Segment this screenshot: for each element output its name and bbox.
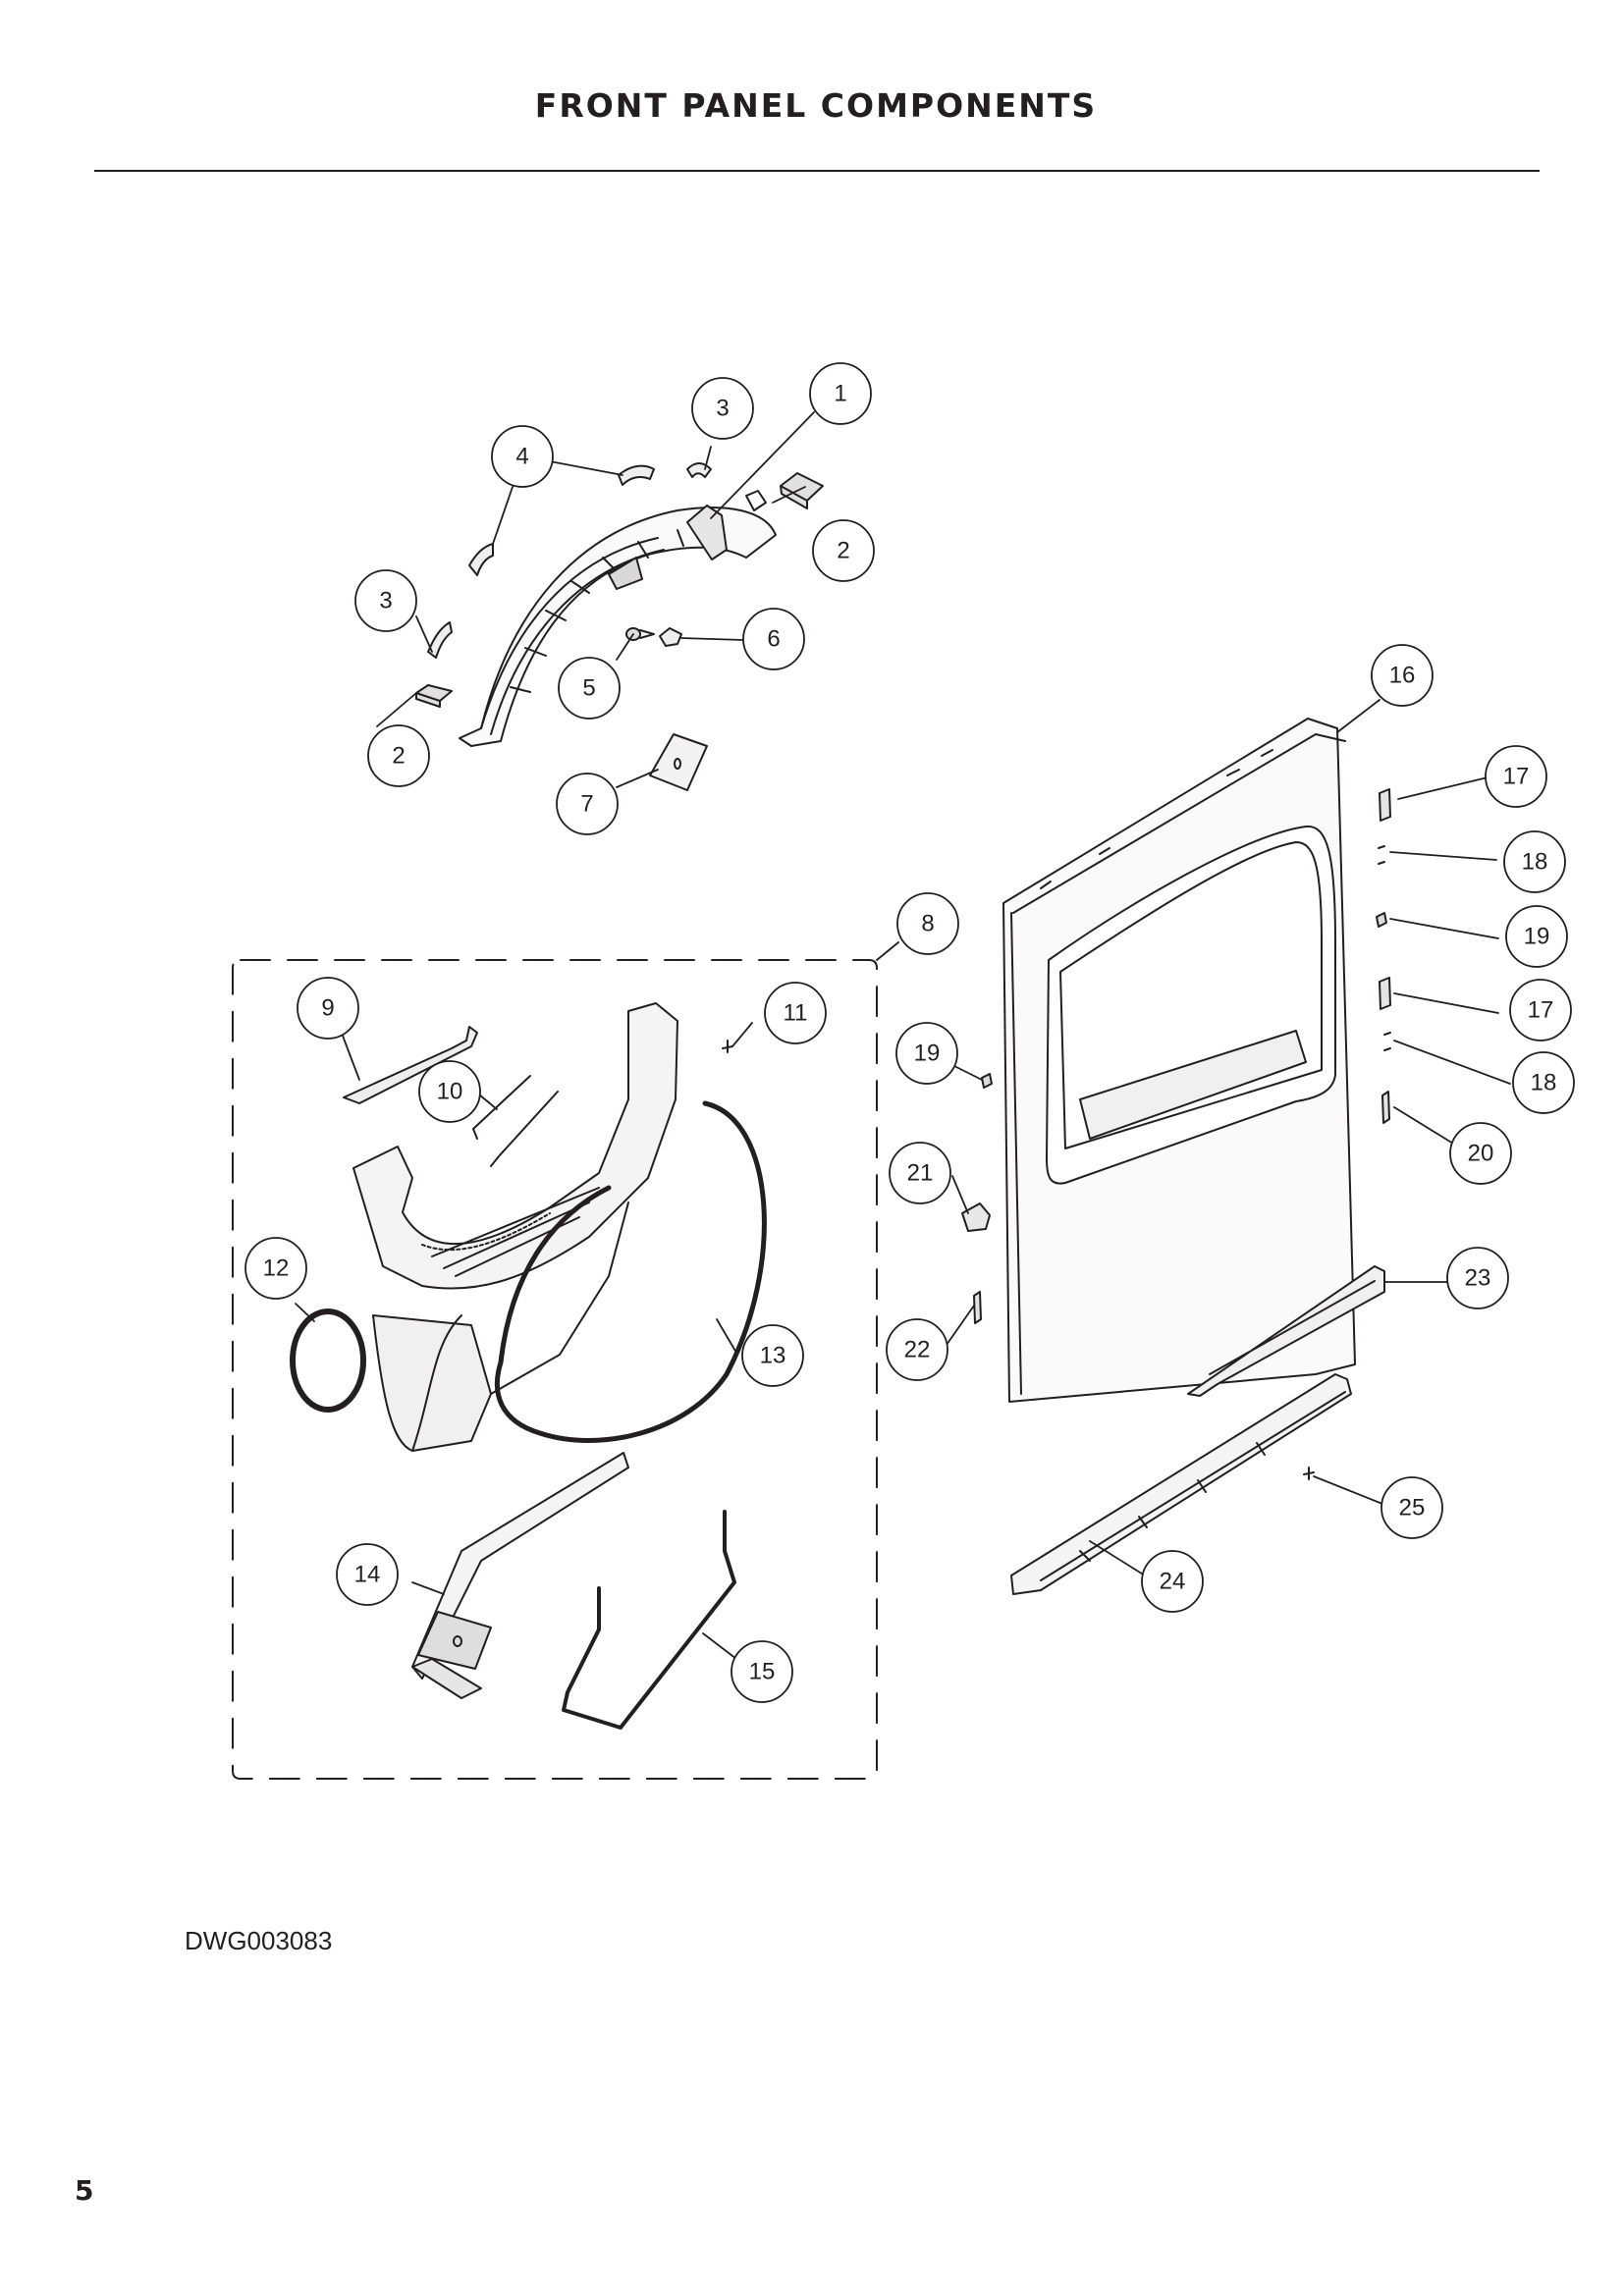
callout-3: 3: [354, 569, 417, 632]
callout-8: 8: [896, 892, 959, 955]
clip-part-4-mid: [468, 543, 494, 576]
latch-part-22: [973, 1291, 982, 1324]
kit-boundary-dashed: [232, 959, 878, 1780]
svg-text:22: 22: [904, 1337, 931, 1363]
callout-6: 6: [742, 608, 805, 670]
thermostat-bracket-part-9: [343, 1026, 478, 1104]
callout-18: 18: [1512, 1051, 1575, 1114]
clip-part-19-left: [981, 1073, 993, 1089]
front-panel-part-16: [1002, 718, 1356, 1403]
svg-text:20: 20: [1468, 1141, 1494, 1167]
seal-ring-part-12: [290, 1308, 366, 1413]
page-number: 5: [75, 2174, 94, 2207]
clip-part-6: [659, 627, 682, 647]
svg-text:25: 25: [1399, 1495, 1426, 1522]
callout-9: 9: [297, 977, 359, 1040]
svg-text:11: 11: [784, 1000, 808, 1027]
callout-11: 11: [764, 982, 827, 1044]
callout-25: 25: [1380, 1476, 1443, 1539]
clip-part-3-left: [427, 621, 453, 659]
gasket-part-13: [494, 1100, 767, 1443]
svg-text:8: 8: [921, 911, 934, 937]
svg-text:19: 19: [914, 1041, 941, 1067]
svg-text:1: 1: [834, 381, 846, 407]
cover-plate-part-14: [411, 1452, 629, 1699]
pad-part-2-right: [780, 472, 824, 509]
wire-rod-part-15: [562, 1510, 736, 1730]
callout-23: 23: [1446, 1247, 1509, 1309]
svg-text:2: 2: [837, 538, 849, 564]
svg-text:6: 6: [767, 626, 780, 653]
latch-part-20: [1381, 1091, 1390, 1124]
callout-20: 20: [1449, 1122, 1512, 1185]
callout-3: 3: [691, 377, 754, 440]
svg-text:5: 5: [582, 675, 595, 702]
callout-18: 18: [1503, 830, 1566, 893]
screws-part-18-lower: [1383, 1032, 1391, 1051]
callouts: 1 2 2 3 3 4 5 6 7 8 9 10 11 12 13 14 15 …: [244, 362, 1575, 1703]
callout-15: 15: [731, 1640, 793, 1703]
callout-12: 12: [244, 1237, 307, 1300]
callout-1: 1: [809, 362, 872, 425]
clip-part-4-top: [618, 464, 655, 486]
callout-19: 19: [895, 1022, 958, 1085]
svg-text:13: 13: [760, 1343, 786, 1369]
arch-bracket-part: [459, 490, 777, 747]
svg-text:18: 18: [1531, 1070, 1557, 1096]
pad-part-2-left: [415, 684, 453, 708]
screws-part-18-top: [1378, 845, 1385, 865]
callout-22: 22: [886, 1318, 948, 1381]
svg-text:17: 17: [1503, 764, 1530, 790]
callout-21: 21: [889, 1142, 951, 1204]
callout-24: 24: [1141, 1550, 1204, 1613]
callout-2: 2: [367, 724, 430, 787]
page-title: FRONT PANEL COMPONENTS: [534, 86, 1098, 125]
wire-part-10: [472, 1075, 559, 1167]
svg-text:4: 4: [515, 444, 528, 470]
callout-10: 10: [418, 1060, 481, 1123]
svg-text:2: 2: [392, 743, 405, 770]
svg-text:15: 15: [749, 1659, 776, 1685]
screw-part-25: [1303, 1467, 1315, 1480]
svg-text:9: 9: [321, 995, 334, 1022]
svg-text:21: 21: [907, 1160, 934, 1187]
callout-2: 2: [812, 519, 875, 582]
hinge-part-17-top: [1379, 788, 1391, 822]
callout-13: 13: [741, 1324, 804, 1387]
callout-7: 7: [556, 773, 619, 835]
clip-part-3-top: [686, 462, 712, 478]
callout-16: 16: [1371, 644, 1434, 707]
svg-text:23: 23: [1465, 1265, 1491, 1292]
svg-text:16: 16: [1389, 663, 1416, 689]
svg-text:7: 7: [580, 791, 593, 818]
duct-housing-part: [352, 1002, 678, 1452]
callout-17: 17: [1485, 745, 1547, 808]
callout-19: 19: [1505, 905, 1568, 968]
drawing-code: DWG003083: [185, 1926, 333, 1955]
hinge-part-17-lower: [1379, 977, 1391, 1010]
title-rule: [94, 170, 1540, 172]
callout-14: 14: [336, 1543, 399, 1606]
svg-text:18: 18: [1522, 849, 1548, 876]
svg-text:17: 17: [1528, 997, 1554, 1024]
switch-part-21: [961, 1202, 991, 1232]
svg-text:14: 14: [354, 1562, 381, 1588]
callout-5: 5: [558, 657, 621, 720]
base-rail-part-24: [1010, 1373, 1352, 1595]
handle-part-23: [1187, 1265, 1385, 1397]
screw-part-11: [722, 1040, 733, 1053]
svg-text:3: 3: [379, 588, 392, 614]
svg-text:12: 12: [263, 1255, 290, 1282]
pad-part-7: [649, 733, 708, 791]
svg-text:3: 3: [716, 396, 729, 422]
clip-part-19-right: [1376, 912, 1387, 928]
svg-text:24: 24: [1160, 1569, 1186, 1595]
callout-17: 17: [1509, 979, 1572, 1041]
callout-4: 4: [491, 425, 554, 488]
svg-text:19: 19: [1524, 924, 1550, 950]
svg-text:10: 10: [437, 1079, 463, 1105]
